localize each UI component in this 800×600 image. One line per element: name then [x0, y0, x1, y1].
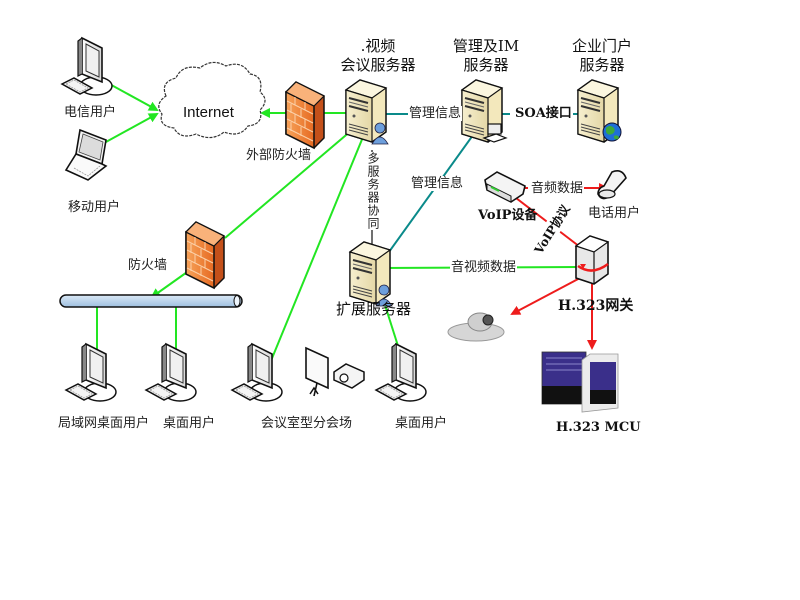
h323-mcu-label: H.323 MCU: [556, 420, 641, 435]
telecom-user-computer-icon[interactable]: [61, 37, 113, 96]
video-camera-icon[interactable]: [447, 312, 505, 342]
edge-gateway-camera: [510, 277, 581, 315]
meeting-room-site-label: 会议室型分会场: [261, 416, 353, 431]
im-server-label-line2: 服务器: [463, 56, 509, 74]
phone-user-label: 电话用户: [588, 206, 641, 221]
phone-user-handset-icon[interactable]: [597, 170, 627, 200]
external-firewall-icon[interactable]: [285, 81, 325, 149]
internal-firewall-label: 防火墙: [128, 258, 168, 273]
h323-gateway-label: H.323网关: [558, 298, 634, 314]
telecom-user-label: 电信用户: [64, 105, 117, 120]
portal-server-icon[interactable]: [577, 79, 622, 143]
conference-server-icon[interactable]: [345, 79, 389, 145]
edge-label-soa: SOA接口: [514, 106, 573, 121]
conference-server-label-line2: 会议服务器: [340, 56, 416, 74]
desktop-user-1-label: 桌面用户: [163, 416, 216, 431]
extension-server-icon[interactable]: [349, 241, 393, 307]
internal-firewall-icon[interactable]: [185, 221, 225, 289]
portal-server-label: 企业门户 服务器: [562, 37, 642, 75]
im-server-label-line1: 管理及IM: [452, 37, 520, 55]
projector-screen-icon[interactable]: [305, 346, 329, 397]
voip-device-label: VoIP设备: [478, 208, 538, 223]
desktop-user-1-computer-icon[interactable]: [145, 343, 197, 402]
edge-label-gateway-av: 音视频数据: [450, 260, 518, 275]
voip-device-icon[interactable]: [484, 171, 526, 203]
conference-server-label-line1: .视频: [360, 37, 396, 55]
edge-label-conf-im: 管理信息: [408, 106, 463, 121]
edge-label-multi-server: 多服务器协同: [366, 152, 380, 230]
internet-label: Internet: [183, 104, 234, 121]
edge-im-extension: [374, 116, 487, 272]
desktop-user-2-computer-icon[interactable]: [375, 343, 427, 402]
edge-meetingroom-conference: [260, 118, 372, 378]
extension-server-label: 扩展服务器: [336, 300, 412, 318]
conference-server-label: .视频 会议服务器: [338, 37, 418, 75]
mobile-user-label: 移动用户: [68, 200, 121, 215]
lan-bus: [59, 294, 243, 308]
mobile-user-laptop-icon[interactable]: [64, 128, 108, 181]
lan-desktop-user-computer-icon[interactable]: [65, 343, 117, 402]
edge-label-voip-audio: 音频数据: [530, 181, 585, 196]
h323-gateway-icon[interactable]: [574, 235, 610, 285]
edge-label-im-extension: 管理信息: [410, 176, 465, 191]
im-server-label: 管理及IM 服务器: [446, 37, 526, 75]
portal-server-label-line1: 企业门户: [571, 37, 632, 55]
lan-desktop-user-label: 局域网桌面用户: [58, 416, 150, 431]
external-firewall-label: 外部防火墙: [246, 148, 312, 163]
portal-server-label-line2: 服务器: [579, 56, 625, 74]
edge-firewall-bus: [150, 269, 191, 299]
im-server-icon[interactable]: [461, 79, 508, 143]
desktop-user-2-label: 桌面用户: [395, 416, 448, 431]
h323-mcu-icon[interactable]: [541, 351, 619, 413]
internet-cloud-icon[interactable]: [158, 61, 266, 139]
projector-icon[interactable]: [333, 363, 365, 389]
